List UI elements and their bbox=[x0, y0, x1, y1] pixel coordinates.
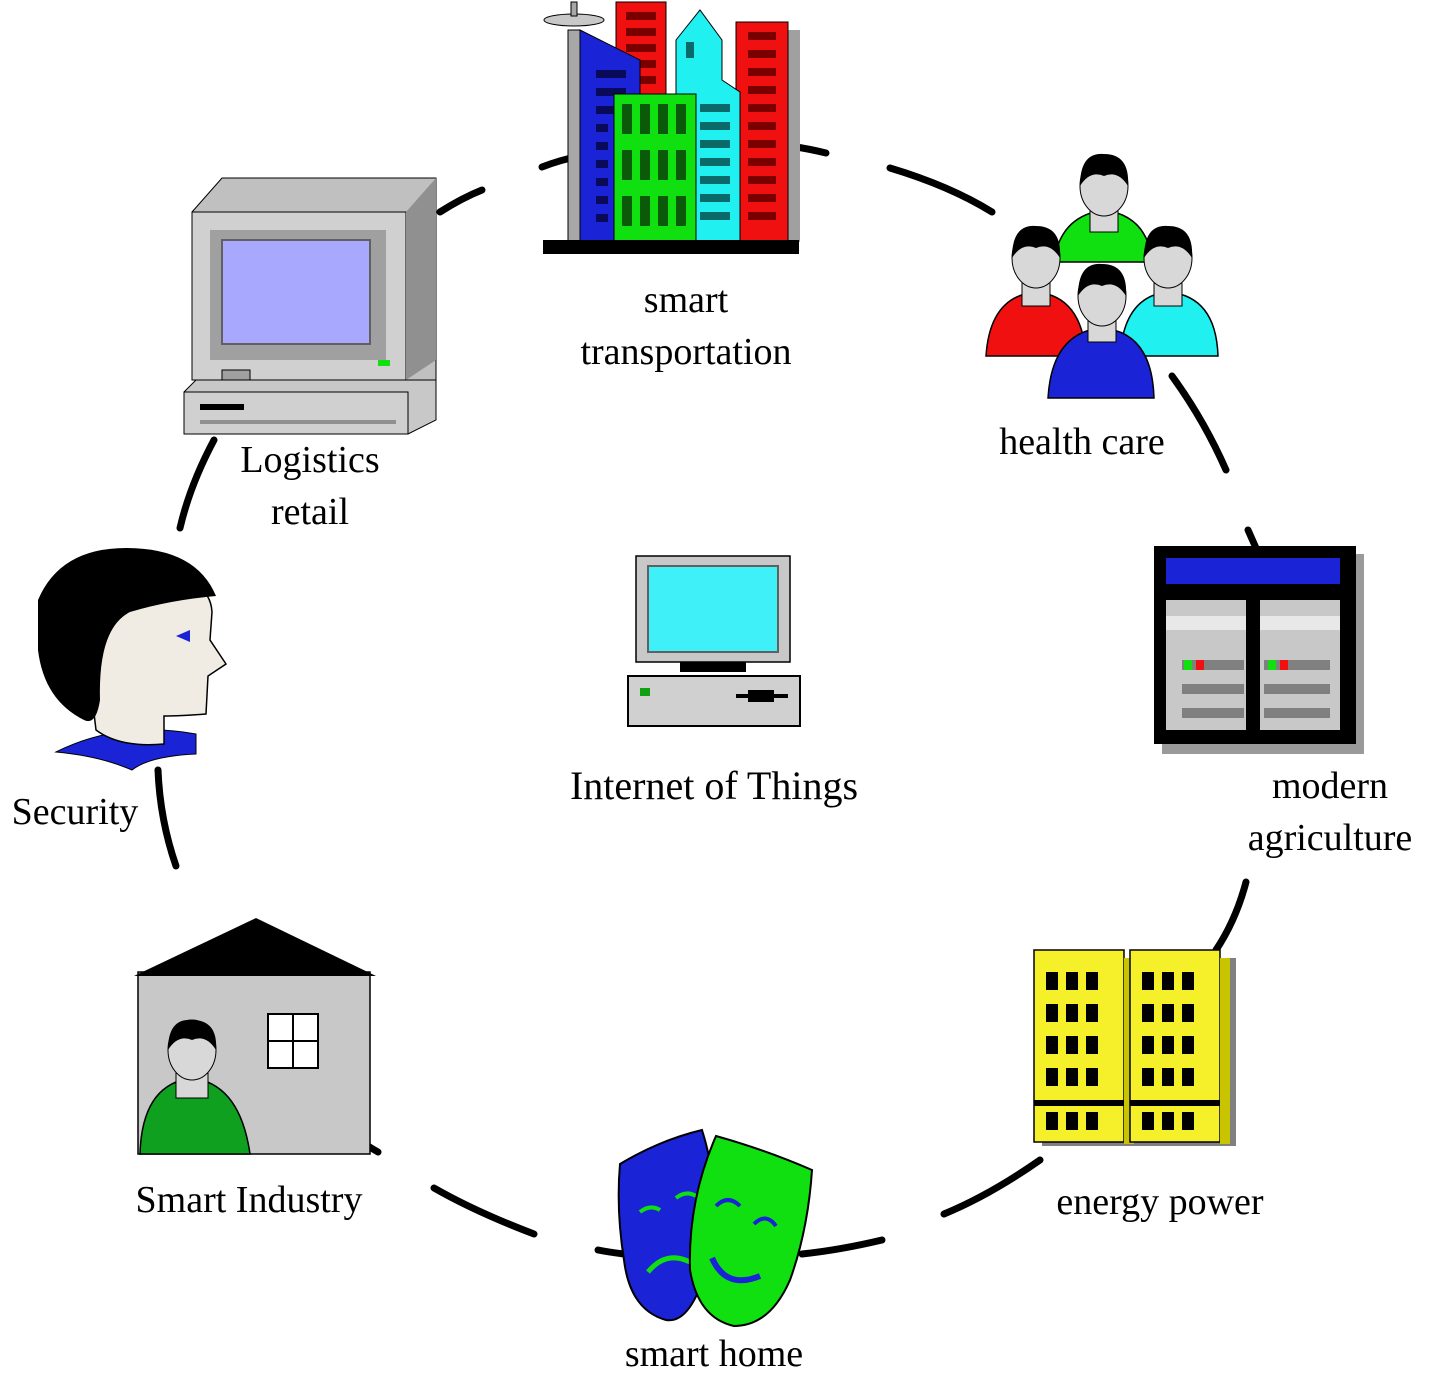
node-label-smart-home: smart home bbox=[624, 1333, 804, 1375]
office-towers-icon bbox=[1033, 949, 1236, 1146]
house-with-person-icon bbox=[134, 918, 376, 1155]
server-rack-icon bbox=[1154, 546, 1364, 754]
node-label-modern-agriculture: modern agriculture bbox=[1247, 765, 1413, 859]
node-label-logistics-retail: Logistics retail bbox=[240, 439, 380, 533]
people-group-icon bbox=[985, 153, 1219, 399]
computer-terminal-icon bbox=[183, 177, 437, 435]
node-label-health-care: health care bbox=[999, 421, 1165, 463]
center-label: Internet of Things bbox=[569, 763, 859, 808]
ring-connector bbox=[154, 142, 1260, 1258]
city-buildings-icon bbox=[543, 1, 800, 254]
desktop-computer-icon bbox=[627, 555, 801, 727]
node-label-security: Security bbox=[11, 791, 139, 833]
node-label-energy-power: energy power bbox=[1056, 1181, 1264, 1223]
person-profile-icon bbox=[38, 548, 228, 771]
theater-masks-icon bbox=[617, 1128, 814, 1328]
node-label-smart-transportation: smart transportation bbox=[580, 279, 792, 373]
node-label-smart-industry: Smart Industry bbox=[135, 1179, 363, 1221]
